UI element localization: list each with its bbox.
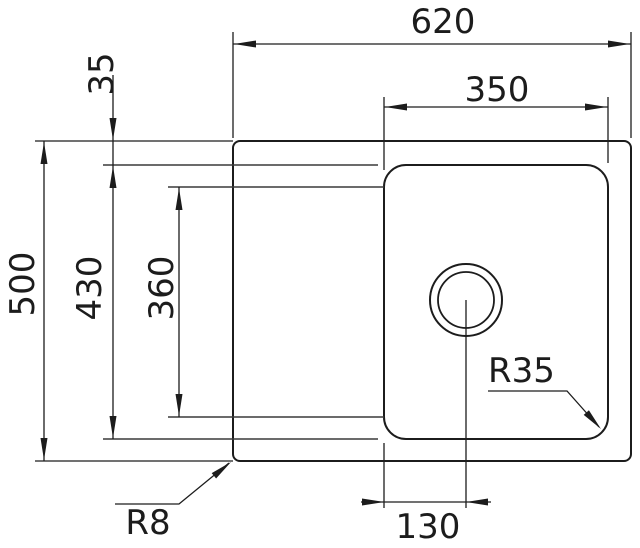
arrow-left-icon: [234, 40, 256, 48]
arrow-leader-icon: [211, 462, 231, 479]
inner-depth-label: 430: [70, 256, 110, 321]
dim-bowl-width: 350: [384, 70, 608, 111]
arrow-left-icon: [466, 498, 488, 506]
dim-overall-depth: 500: [3, 141, 48, 461]
arrow-up-icon: [40, 142, 48, 164]
arrow-right-icon: [362, 498, 384, 506]
arrow-left-icon: [385, 103, 407, 111]
leader-bowl-corner-radius: R35: [488, 351, 601, 429]
overall-depth-label: 500: [3, 252, 43, 317]
bowl-depth-label: 360: [142, 256, 182, 321]
bowl-width-label: 350: [465, 70, 530, 110]
sink-outer-edge: [232, 140, 632, 462]
arrow-right-icon: [585, 103, 607, 111]
dim-rim-offset: 35: [82, 52, 122, 439]
arrow-down-icon: [109, 416, 117, 438]
dim-bowl-depth: 360: [142, 187, 183, 417]
dim-drain-offset: 130: [361, 498, 491, 547]
sink-outline: [232, 140, 632, 462]
drainer-lines: [103, 164, 384, 440]
overall-width-label: 620: [411, 2, 476, 42]
rim-offset-label: 35: [82, 52, 122, 95]
arrow-down-icon: [40, 438, 48, 460]
dim-inner-depth: 430: [70, 166, 117, 438]
arrow-right-icon: [608, 40, 630, 48]
extension-lines: [35, 32, 632, 508]
dim-overall-width: 620: [233, 2, 631, 48]
drain-offset-label: 130: [396, 507, 461, 547]
arrow-up-icon: [175, 188, 183, 210]
arrow-leader-icon: [583, 410, 601, 429]
bowl-outline: [383, 164, 609, 440]
arrow-down-icon: [175, 394, 183, 416]
outer-corner-radius-label: R8: [125, 503, 170, 543]
bowl-corner-radius-label: R35: [488, 351, 555, 391]
bowl-edge: [383, 164, 609, 440]
arrow-down-icon: [109, 118, 117, 140]
arrow-up-icon: [109, 166, 117, 188]
leader-outer-corner-radius: R8: [115, 462, 231, 543]
